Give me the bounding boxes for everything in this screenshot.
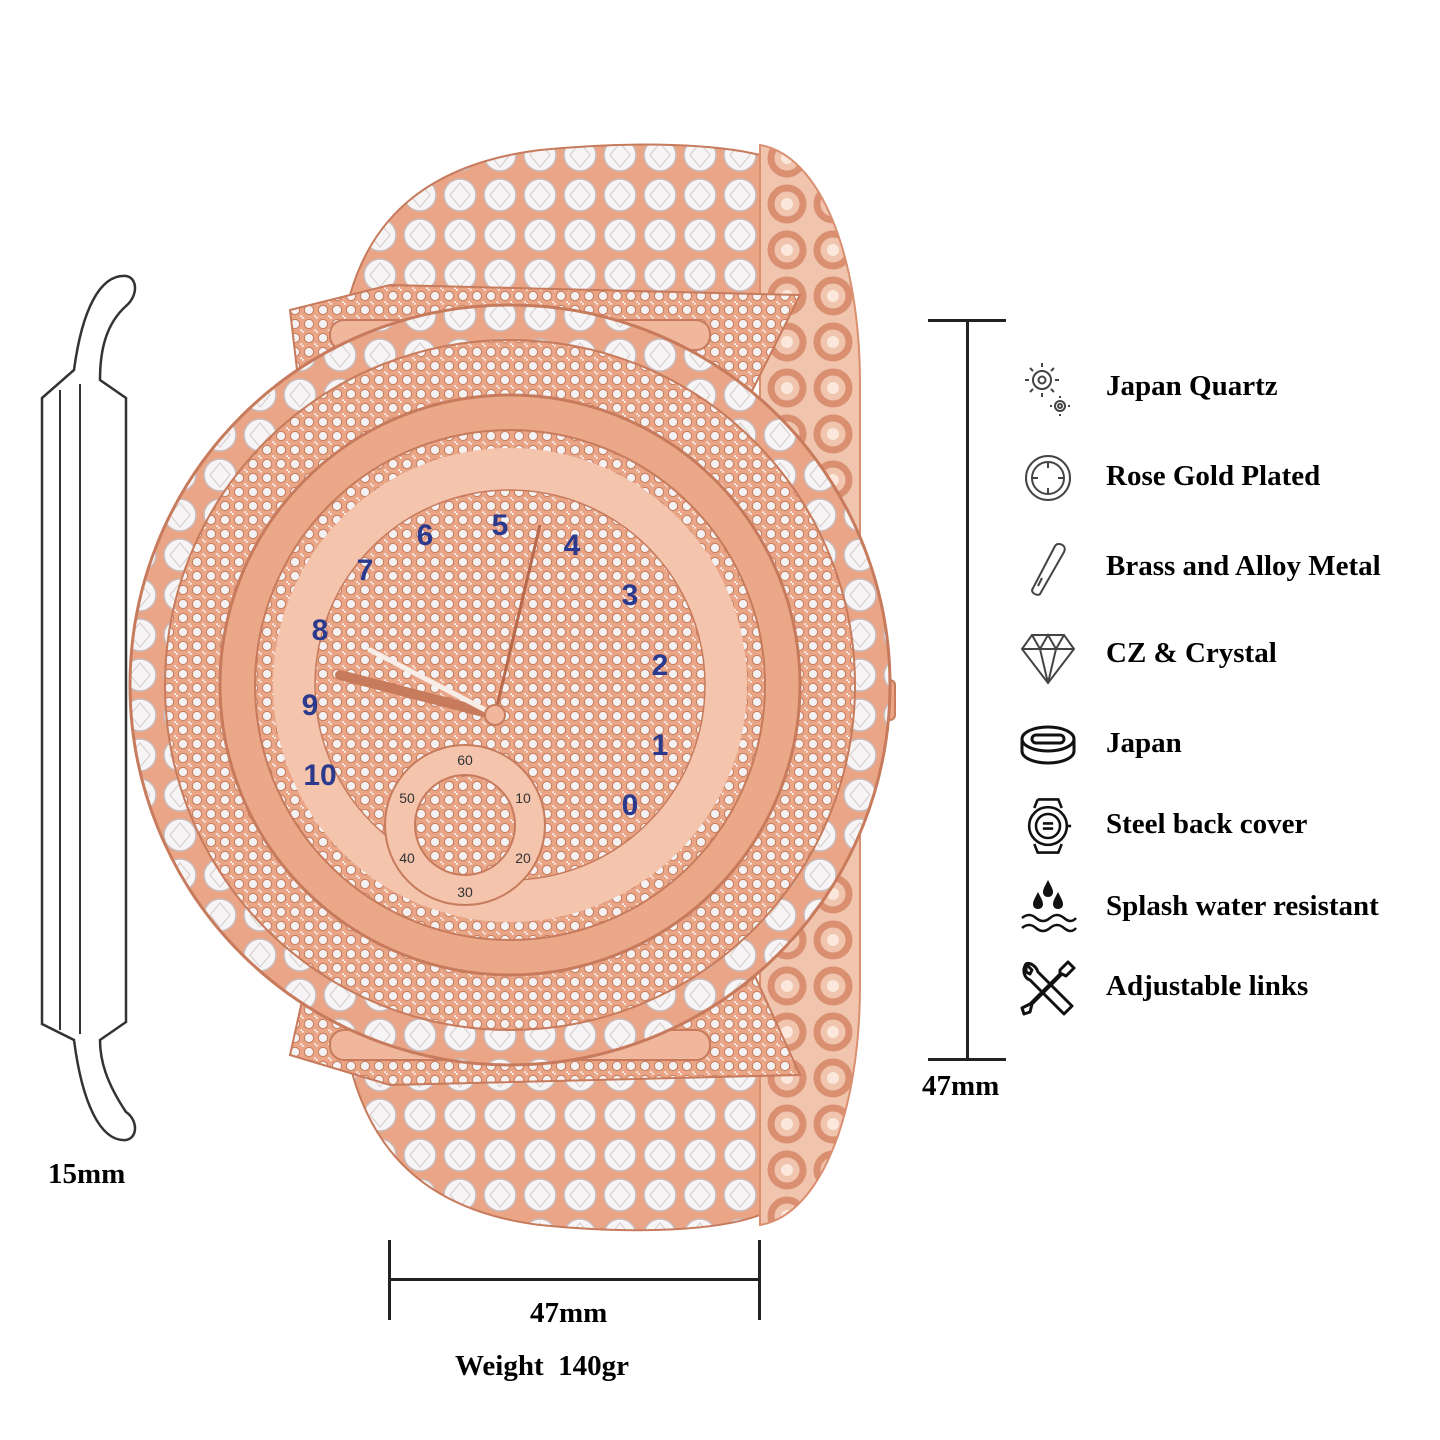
watch-side-profile [40, 274, 137, 1142]
width-dimension-right-tick [758, 1240, 761, 1320]
dial-numeral-10: 10 [303, 759, 336, 792]
watch-back-icon [1027, 798, 1072, 854]
height-dimension-line [966, 320, 969, 1060]
gears-icon [1025, 363, 1070, 416]
feature-japan: Japan [1018, 715, 1428, 775]
metal-rod-icon [1030, 542, 1066, 596]
feature-label: Japan [1106, 727, 1182, 759]
feature-label: Japan Quartz [1106, 370, 1278, 402]
subdial-label-30: 30 [457, 884, 473, 900]
dial-numeral-7: 7 [357, 554, 374, 587]
dial-numeral-3: 3 [622, 579, 639, 612]
height-label: 47mm [922, 1070, 1000, 1102]
dial-numeral-0: 0 [622, 789, 639, 822]
subdial-label-20: 20 [515, 850, 531, 866]
feature-brass-alloy: Brass and Alloy Metal [1018, 538, 1428, 598]
tools-icon [1020, 960, 1076, 1016]
weight-label: Weight 140gr [455, 1350, 629, 1382]
dial-numeral-1: 1 [652, 729, 669, 762]
feature-splash-water-resistant: Splash water resistant [1018, 878, 1428, 938]
feature-label: Steel back cover [1106, 808, 1308, 840]
feature-label: CZ & Crystal [1106, 637, 1277, 669]
width-label: 47mm [530, 1297, 608, 1329]
plated-circle-icon [1025, 455, 1071, 501]
subdial-label-60: 60 [457, 752, 473, 768]
dial-numeral-5: 5 [492, 509, 509, 542]
feature-label: Rose Gold Plated [1106, 460, 1321, 492]
water-drops-icon [1021, 880, 1077, 933]
dial-numeral-9: 9 [302, 689, 319, 722]
subdial-label-50: 50 [399, 790, 415, 806]
feature-cz-crystal: CZ & Crystal [1018, 625, 1428, 685]
width-dimension-line [390, 1278, 760, 1281]
dial-numeral-8: 8 [312, 614, 329, 647]
dial-numeral-4: 4 [564, 529, 581, 562]
feature-label: Brass and Alloy Metal [1106, 550, 1381, 582]
height-dimension-bottom-tick [928, 1058, 1006, 1061]
feature-adjustable-links: Adjustable links [1018, 958, 1428, 1018]
feature-rose-gold-plated: Rose Gold Plated [1018, 448, 1428, 508]
feature-label: Adjustable links [1106, 970, 1309, 1002]
feature-label: Splash water resistant [1106, 890, 1379, 922]
battery-cell-icon [1020, 725, 1076, 765]
feature-steel-back-cover: Steel back cover [1018, 796, 1428, 856]
thickness-label: 15mm [48, 1158, 126, 1190]
width-dimension-left-tick [388, 1240, 391, 1320]
dial-numeral-6: 6 [417, 519, 434, 552]
subdial-label-40: 40 [399, 850, 415, 866]
dial-numeral-2: 2 [652, 649, 669, 682]
feature-japan-quartz: Japan Quartz [1018, 358, 1428, 418]
watch-illustration: 0 1 2 3 4 5 6 7 8 9 10 60 10 20 30 40 50 [128, 143, 896, 1232]
diamond-icon [1020, 632, 1076, 685]
subdial-label-10: 10 [515, 790, 531, 806]
